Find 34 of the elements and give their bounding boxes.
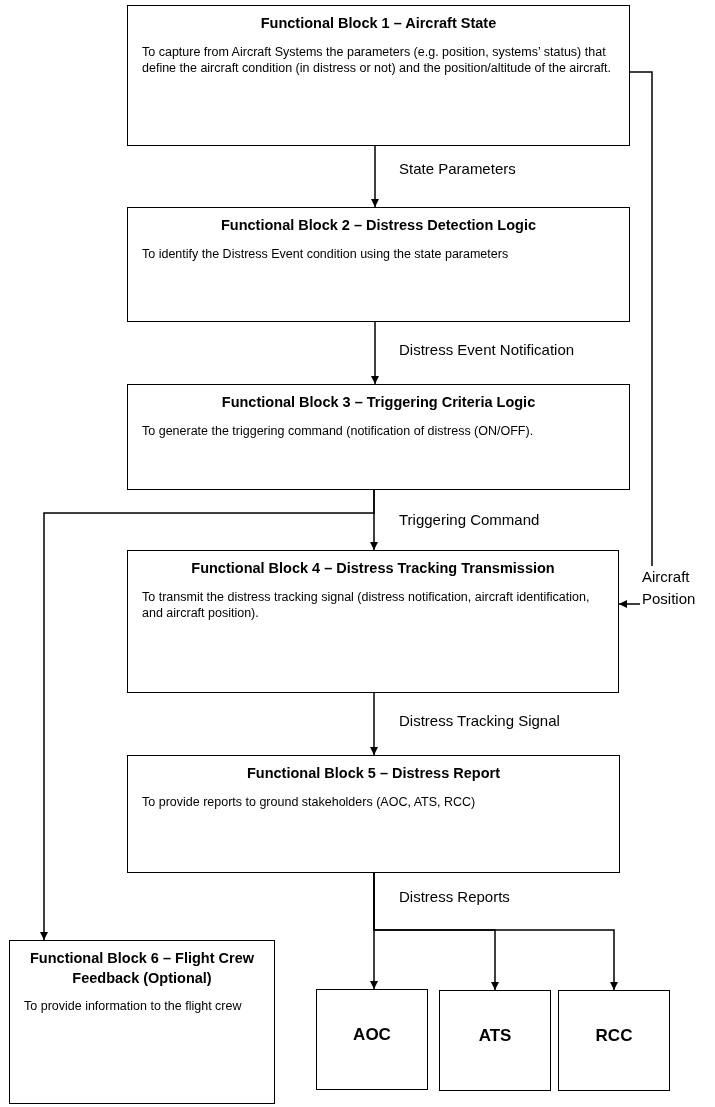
box-description: To capture from Aircraft Systems the parameters (e.g. position, systems’ status) that define the aircraft condition (in distress or not) and the position/altitude of the aircraft.	[142, 43, 612, 78]
box-description: To transmit the distress tracking signal (distress notification, aircraft identification, and aircraft position).	[142, 588, 591, 623]
box-title: Functional Block 2 – Distress Detection Logic	[219, 216, 537, 235]
process-box	[127, 755, 620, 873]
process-box	[127, 5, 630, 146]
process-box	[439, 990, 551, 1091]
process-box	[127, 207, 630, 322]
arrow	[371, 321, 379, 385]
arrow	[40, 489, 375, 941]
box-description: To provide information to the flight crew	[24, 998, 243, 1015]
process-box	[316, 989, 428, 1090]
box-title: Functional Block 1 – Aircraft State	[259, 14, 498, 33]
edge-label: Distress Event Notification	[397, 341, 577, 358]
edge-label: Triggering Command	[397, 511, 542, 528]
box-title: Functional Block 4 – Distress Tracking Transmission	[190, 559, 556, 578]
arrow	[373, 872, 618, 991]
box-title: Functional Block 3 – Triggering Criteria Logic	[220, 393, 537, 412]
arrow	[618, 71, 653, 608]
process-box	[127, 384, 630, 490]
box-title: RCC	[594, 1025, 634, 1047]
box-title: Functional Block 5 – Distress Report	[246, 764, 501, 783]
box-title: ATS	[477, 1025, 513, 1047]
box-description: To provide reports to ground stakeholders (AOC, ATS, RCC)	[142, 793, 477, 811]
process-box	[558, 990, 670, 1091]
box-description: To generate the triggering command (notification of distress (ON/OFF).	[142, 422, 535, 440]
arrow	[371, 145, 379, 208]
process-box	[9, 940, 275, 1104]
process-box	[127, 550, 619, 693]
box-title: AOC	[352, 1024, 392, 1046]
box-description: To identify the Distress Event condition using the state parameters	[142, 245, 510, 263]
arrow	[370, 692, 378, 756]
edge-label: Distress Reports	[397, 888, 512, 905]
box-title: Functional Block 6 – Flight Crew Feedback (Optional)	[29, 949, 255, 988]
edge-label: Distress Tracking Signal	[397, 712, 562, 729]
